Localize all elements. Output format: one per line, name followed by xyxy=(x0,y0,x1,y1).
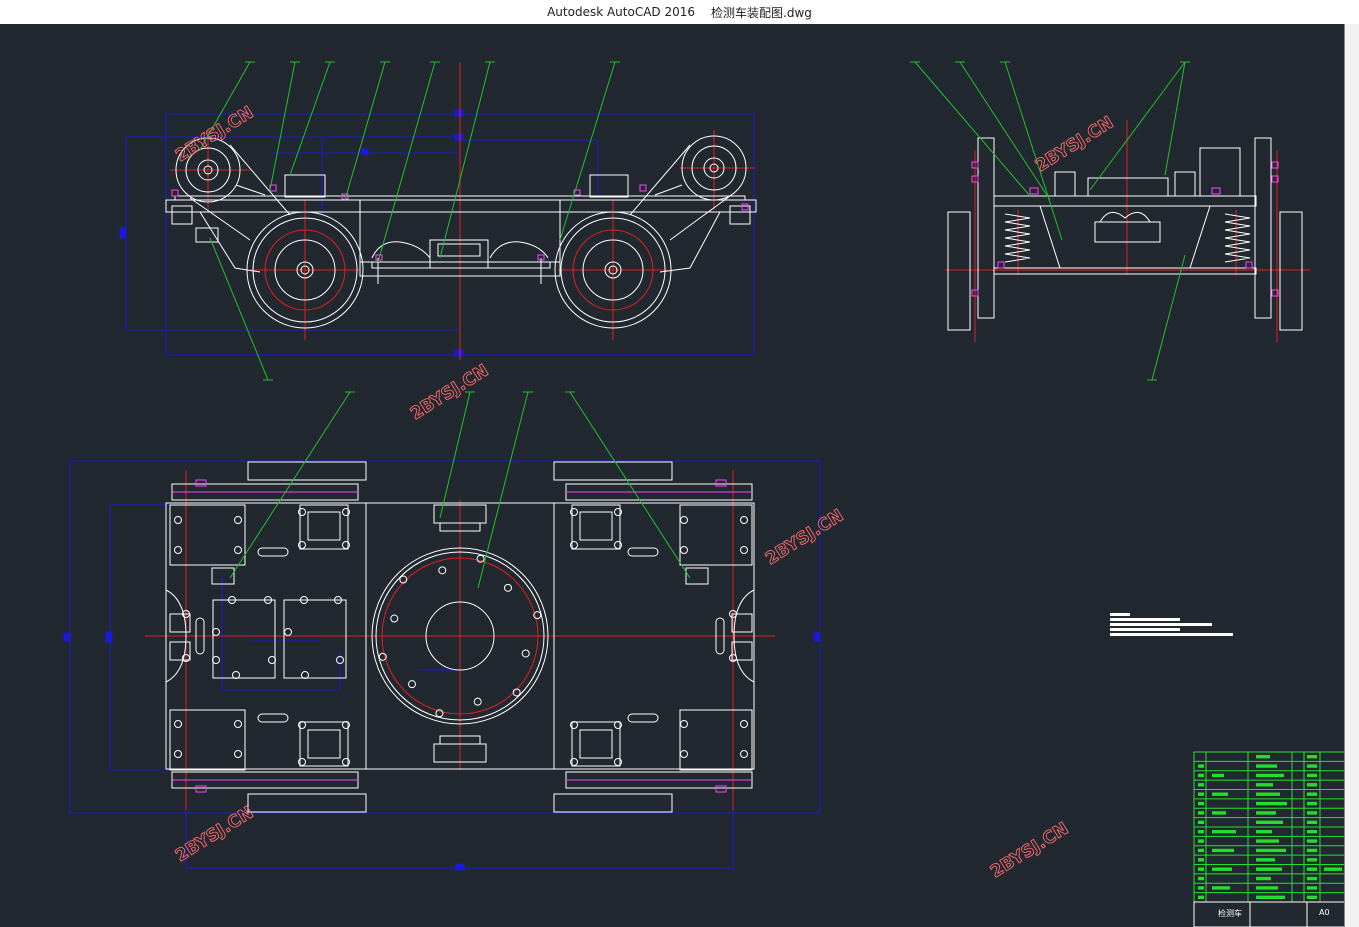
part-name: 检测车 xyxy=(1218,908,1242,918)
bolt xyxy=(298,721,306,729)
end-view-centerlines xyxy=(945,120,1310,342)
watermark-3: 2BYSJ.CN xyxy=(407,361,492,425)
end-view-springs xyxy=(1004,213,1251,263)
side-view-dimensions xyxy=(119,109,755,357)
turntable-bolt xyxy=(512,688,521,697)
bolt xyxy=(570,758,578,766)
turntable-bolt xyxy=(408,680,417,689)
window-titlebar: Autodesk AutoCAD 2016 检测车装配图.dwg xyxy=(0,0,1359,24)
bolt xyxy=(342,541,350,549)
bolt xyxy=(680,750,688,758)
bolt xyxy=(174,546,182,554)
bolt xyxy=(740,516,748,524)
bolt xyxy=(570,721,578,729)
side-view-centerlines xyxy=(170,62,755,360)
bolt xyxy=(342,758,350,766)
bolt xyxy=(298,758,306,766)
bolt xyxy=(212,628,220,636)
turntable-bolt xyxy=(390,614,399,623)
bolt xyxy=(614,758,622,766)
bolt xyxy=(182,610,190,618)
watermark-1: 2BYSJ.CN xyxy=(172,103,257,167)
bolt xyxy=(614,508,622,516)
file-name: 检测车装配图.dwg xyxy=(711,5,812,20)
bolt xyxy=(301,671,309,679)
bolt xyxy=(570,541,578,549)
app-title: Autodesk AutoCAD 2016 xyxy=(547,5,696,19)
bolt xyxy=(740,750,748,758)
bolt xyxy=(232,671,240,679)
bolt xyxy=(336,656,344,664)
bolt xyxy=(342,721,350,729)
turntable-bolt xyxy=(503,583,512,592)
technical-notes xyxy=(1110,613,1233,636)
title-block xyxy=(1193,751,1344,927)
bolt xyxy=(234,546,242,554)
bolt xyxy=(174,750,182,758)
bolt xyxy=(680,720,688,728)
turntable-bolt xyxy=(521,649,530,658)
bolt xyxy=(212,656,220,664)
turntable-bolt xyxy=(438,566,447,575)
title-block-grid xyxy=(1194,752,1344,902)
turntable-bolt xyxy=(378,652,387,661)
end-view-hatch xyxy=(971,161,1279,297)
bolt xyxy=(284,628,292,636)
end-view xyxy=(945,120,1310,342)
sheet-size: A0 xyxy=(1319,908,1330,917)
watermark-4: 2BYSJ.CN xyxy=(762,506,847,570)
bolt xyxy=(182,654,190,662)
end-view-leaders xyxy=(910,61,1190,381)
watermark-2: 2BYSJ.CN xyxy=(1032,113,1117,177)
bolt xyxy=(228,596,236,604)
turntable-bolt xyxy=(473,697,482,706)
bolt xyxy=(570,508,578,516)
bolt xyxy=(729,654,737,662)
bolt xyxy=(298,541,306,549)
side-view xyxy=(119,62,757,360)
bolt xyxy=(334,596,342,604)
turntable-bolt xyxy=(533,611,542,620)
bolt xyxy=(740,720,748,728)
bolt xyxy=(680,546,688,554)
bolt xyxy=(174,516,182,524)
bolt xyxy=(614,721,622,729)
top-view-bolts xyxy=(174,508,748,766)
bolt xyxy=(298,508,306,516)
bolt xyxy=(342,508,350,516)
right-scroll-strip[interactable] xyxy=(1344,24,1359,927)
watermark-6: 2BYSJ.CN xyxy=(987,819,1072,883)
bolt xyxy=(264,596,272,604)
title-block-entries xyxy=(1198,755,1342,899)
bolt xyxy=(234,750,242,758)
bolt xyxy=(268,656,276,664)
top-view-dimensions xyxy=(63,460,821,871)
bolt xyxy=(300,596,308,604)
side-view-leaders xyxy=(199,61,620,381)
top-view-leaders xyxy=(229,391,691,589)
bolt xyxy=(729,610,737,618)
bolt xyxy=(614,541,622,549)
turntable-bolt xyxy=(435,709,444,718)
watermark-5: 2BYSJ.CN xyxy=(172,803,257,867)
bolt xyxy=(174,720,182,728)
top-view xyxy=(63,460,821,871)
turntable-bolt xyxy=(399,575,408,584)
top-view-hatch xyxy=(172,479,752,793)
bolt xyxy=(234,516,242,524)
drawing-canvas[interactable]: 2BYSJ.CN 2BYSJ.CN 2BYSJ.CN 2BYSJ.CN 2BYS… xyxy=(0,24,1344,927)
turntable-bolt xyxy=(476,554,485,563)
bolt xyxy=(740,546,748,554)
bolt xyxy=(680,516,688,524)
bolt xyxy=(234,720,242,728)
